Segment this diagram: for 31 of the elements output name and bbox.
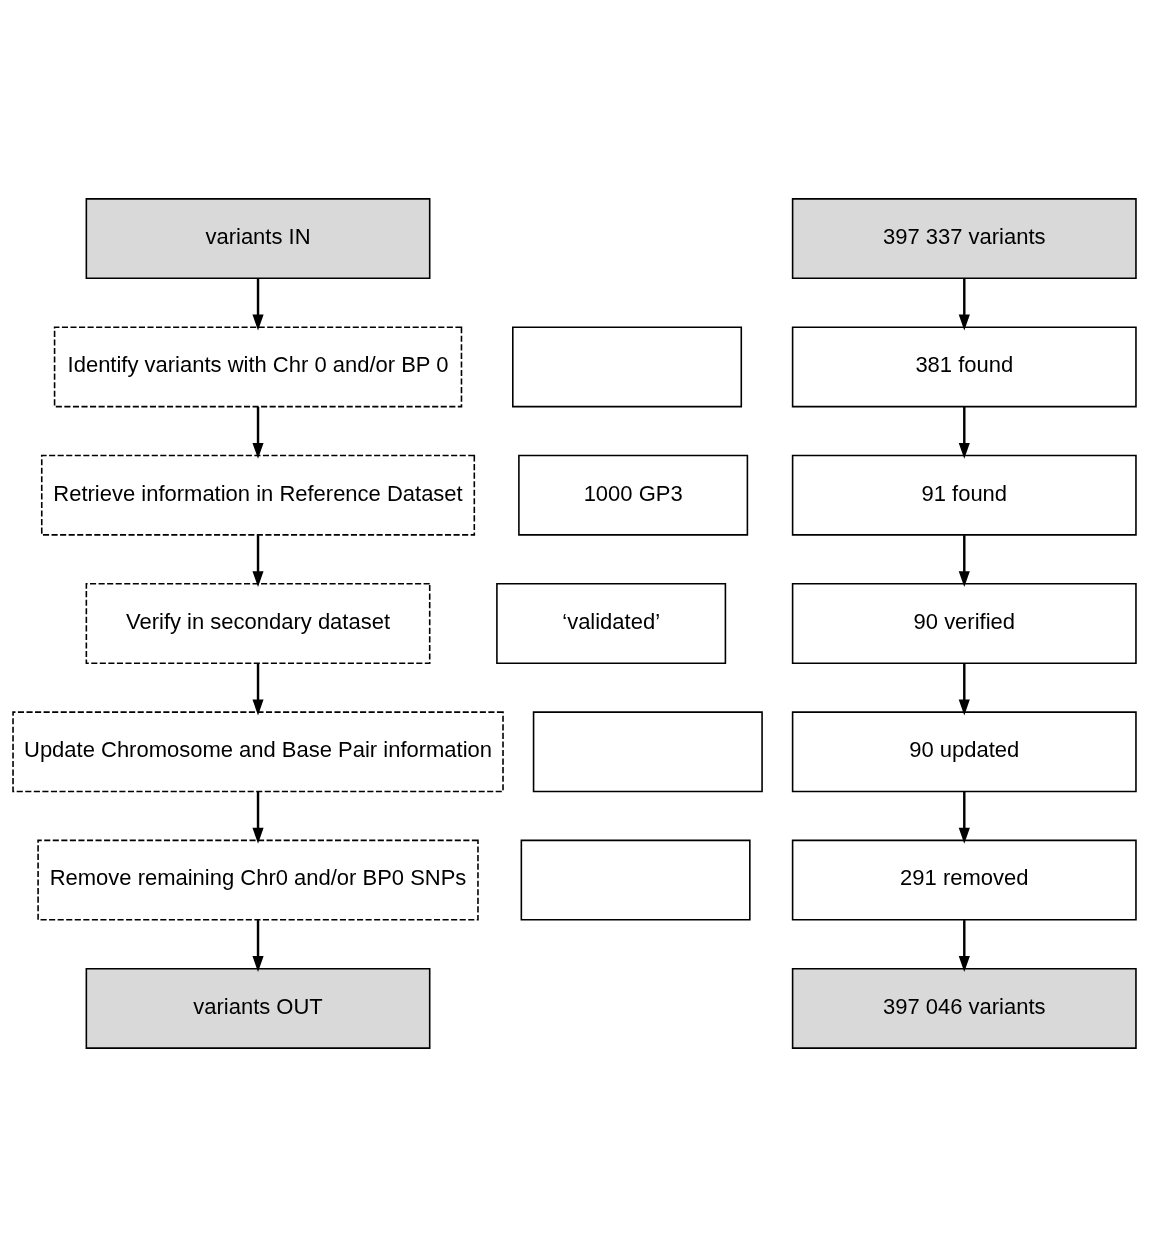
node-box: 90 verified bbox=[791, 583, 1137, 664]
node-box: 291 removed bbox=[791, 839, 1137, 921]
arrow bbox=[958, 535, 970, 588]
node-box: 91 found bbox=[791, 454, 1137, 536]
node-box: Retrieve information in Reference Dataset bbox=[40, 454, 476, 536]
arrow bbox=[958, 278, 970, 331]
node-box: 90 updated bbox=[791, 711, 1137, 793]
node-box: Verify in secondary dataset bbox=[85, 583, 431, 664]
node-box: variants IN bbox=[85, 198, 431, 280]
arrow bbox=[958, 663, 970, 716]
arrow bbox=[958, 406, 970, 459]
arrow bbox=[252, 278, 264, 331]
arrow bbox=[252, 791, 264, 844]
node-box: 381 found bbox=[791, 326, 1137, 408]
node-box bbox=[512, 326, 743, 408]
node-box: Update Chromosome and Base Pair information bbox=[12, 711, 504, 793]
node-box: 1000 GP3 bbox=[518, 454, 749, 536]
arrow bbox=[252, 406, 264, 459]
node-box bbox=[520, 839, 751, 921]
node-box: Remove remaining Chr0 and/or BP0 SNPs bbox=[37, 839, 479, 921]
arrow bbox=[252, 920, 264, 972]
node-box: variants OUT bbox=[85, 967, 431, 1049]
node-box: ‘validated’ bbox=[496, 583, 727, 664]
node-box: 397 046 variants bbox=[791, 967, 1137, 1049]
node-box bbox=[532, 711, 763, 793]
arrow bbox=[958, 791, 970, 844]
node-box: 397 337 variants bbox=[791, 198, 1137, 280]
arrow bbox=[252, 663, 264, 716]
node-box: Identify variants with Chr 0 and/or BP 0 bbox=[53, 326, 463, 408]
arrow bbox=[252, 535, 264, 588]
arrow bbox=[958, 920, 970, 972]
